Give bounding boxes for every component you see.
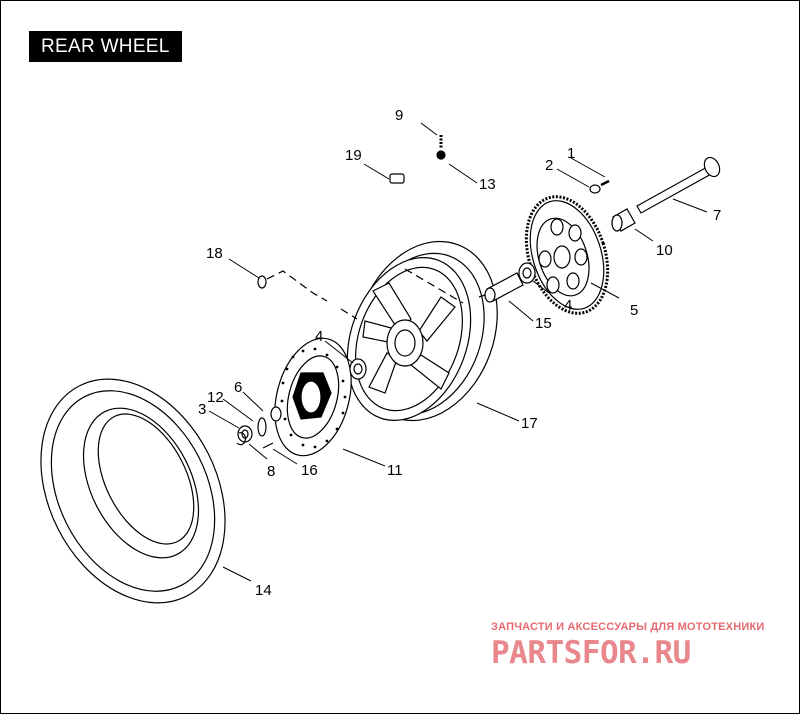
callout-14: 14 <box>255 582 272 599</box>
bearing-left <box>349 358 367 380</box>
axle <box>636 156 721 214</box>
callout-19: 19 <box>345 147 362 164</box>
callout-16: 16 <box>301 462 318 479</box>
callout-1: 1 <box>567 145 575 162</box>
wheel-rim <box>346 240 498 422</box>
callout-9: 9 <box>395 107 403 124</box>
callout-15: 15 <box>535 315 552 332</box>
page-title: REAR WHEEL <box>29 31 182 62</box>
callout-13: 13 <box>479 176 496 193</box>
spacer <box>611 208 636 232</box>
callout-11: 11 <box>387 462 403 479</box>
brake-disc <box>274 337 352 457</box>
callout-2: 2 <box>545 157 553 174</box>
bearing-right <box>518 262 536 284</box>
callout-18: 18 <box>206 245 223 262</box>
callout-3: 3 <box>198 401 206 418</box>
callout-4-left-bearing: 4 <box>315 328 323 345</box>
part-callouts: 1 2 3 4 4 5 6 7 8 9 10 11 12 13 14 15 16… <box>198 107 721 599</box>
small-hardware <box>236 135 610 449</box>
watermark-logo: PARTSFOR.RU <box>491 635 691 671</box>
callout-17: 17 <box>521 415 538 432</box>
watermark-tagline: ЗАПЧАСТИ И АКСЕССУАРЫ ДЛЯ МОТОТЕХНИКИ <box>491 621 765 633</box>
tire <box>40 378 226 604</box>
callout-7: 7 <box>713 207 721 224</box>
axle-tube <box>484 272 524 303</box>
callout-12: 12 <box>207 389 224 406</box>
callout-8: 8 <box>267 463 275 480</box>
callout-10: 10 <box>656 242 673 259</box>
callout-5: 5 <box>630 302 638 319</box>
callout-6: 6 <box>234 379 242 396</box>
callout-4-right-bearing: 4 <box>564 297 572 314</box>
